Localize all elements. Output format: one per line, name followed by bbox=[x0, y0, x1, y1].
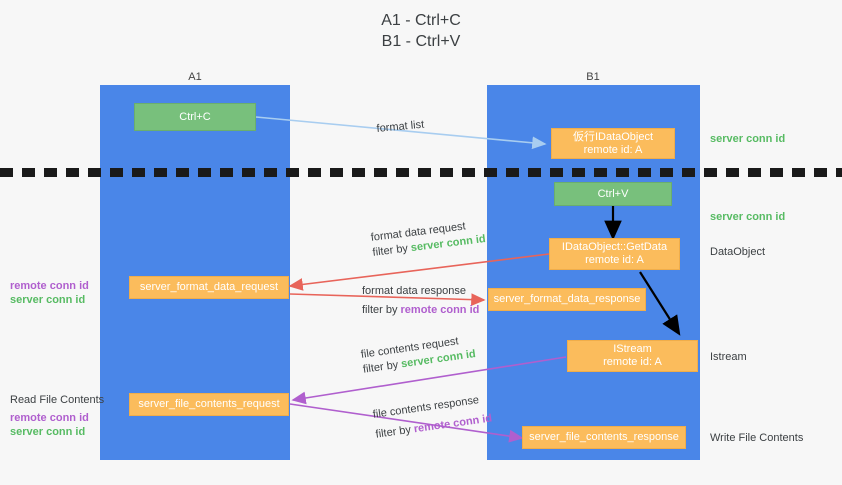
box-ctrl-v[interactable]: Ctrl+V bbox=[554, 182, 672, 206]
right-label-istream: Istream bbox=[710, 351, 747, 363]
box-idataobject-create-line2: remote id: A bbox=[583, 143, 643, 156]
box-server-format-data-response[interactable]: server_format_data_response bbox=[488, 288, 646, 311]
label-file-contents-request: file contents request filter by server c… bbox=[360, 332, 477, 378]
box-ctrl-c-label: Ctrl+C bbox=[179, 110, 211, 123]
label-format-data-request: format data request filter by server con… bbox=[370, 217, 487, 261]
left-label-remote-conn-id-upper: remote conn id bbox=[10, 280, 89, 292]
box-istream[interactable]: IStream remote id: A bbox=[567, 340, 698, 372]
label-format-list: format list bbox=[376, 118, 425, 135]
box-idataobject-getdata-line2: remote id: A bbox=[585, 254, 644, 266]
label-file-contents-response-filter-prefix: filter by bbox=[374, 423, 415, 441]
box-idataobject-create-line1: 仮行IDataObject bbox=[572, 130, 654, 143]
label-file-contents-request-filter-prefix: filter by bbox=[362, 358, 403, 376]
left-label-server-conn-id-upper: server conn id bbox=[10, 294, 86, 306]
lane-header-b1-name: B1 bbox=[586, 71, 600, 83]
lane-header-a1-name: A1 bbox=[188, 71, 202, 83]
box-ctrl-v-label: Ctrl+V bbox=[597, 187, 629, 200]
box-istream-line1: IStream bbox=[613, 343, 652, 355]
page-title: A1 - Ctrl+C B1 - Ctrl+V bbox=[381, 12, 461, 50]
box-idataobject-getdata-line1: IDataObject::GetData bbox=[561, 241, 668, 253]
label-format-data-request-filter-prefix: filter by bbox=[371, 242, 412, 259]
left-label-conn-ids-upper: remote conn id server conn id bbox=[10, 279, 89, 307]
box-server-format-data-response-label: server_format_data_response bbox=[493, 293, 641, 305]
label-format-data-response-filter-prefix: filter by bbox=[362, 304, 401, 316]
box-server-format-data-request-label: server_format_data_request bbox=[139, 281, 279, 293]
right-label-server-conn-id-mid: server conn id bbox=[710, 211, 786, 223]
left-label-remote-conn-id-lower: remote conn id bbox=[10, 412, 89, 424]
box-server-file-contents-response-label: server_file_contents_response bbox=[529, 431, 679, 443]
label-file-contents-response-filter-value: remote conn id bbox=[413, 412, 493, 436]
left-label-read-file-contents: Read File Contents bbox=[10, 394, 105, 406]
box-istream-line2: remote id: A bbox=[603, 356, 662, 368]
box-ctrl-c[interactable]: Ctrl+C bbox=[134, 103, 256, 131]
right-label-write-file-contents: Write File Contents bbox=[710, 432, 804, 444]
box-server-file-contents-request-label: server_file_contents_request bbox=[138, 398, 280, 410]
right-label-dataobject: DataObject bbox=[710, 246, 766, 258]
label-file-contents-response: file contents response filter by remote … bbox=[372, 392, 493, 443]
right-label-server-conn-id-top: server conn id bbox=[710, 133, 786, 145]
box-idataobject-getdata[interactable]: IDataObject::GetData remote id: A bbox=[549, 238, 680, 270]
box-server-file-contents-response[interactable]: server_file_contents_response bbox=[522, 426, 686, 449]
box-server-file-contents-request[interactable]: server_file_contents_request bbox=[129, 393, 289, 416]
box-server-format-data-request[interactable]: server_format_data_request bbox=[129, 276, 289, 299]
box-idataobject-create[interactable]: 仮行IDataObject remote id: A bbox=[551, 128, 675, 159]
left-label-server-conn-id-lower: server conn id bbox=[10, 426, 86, 438]
label-format-data-response-filter-value: remote conn id bbox=[400, 304, 480, 316]
section-divider bbox=[0, 168, 842, 177]
left-label-conn-ids-lower: remote conn id server conn id bbox=[10, 411, 89, 439]
label-format-data-response: format data response filter by remote co… bbox=[362, 284, 479, 318]
label-format-data-response-text: format data response bbox=[362, 285, 466, 297]
